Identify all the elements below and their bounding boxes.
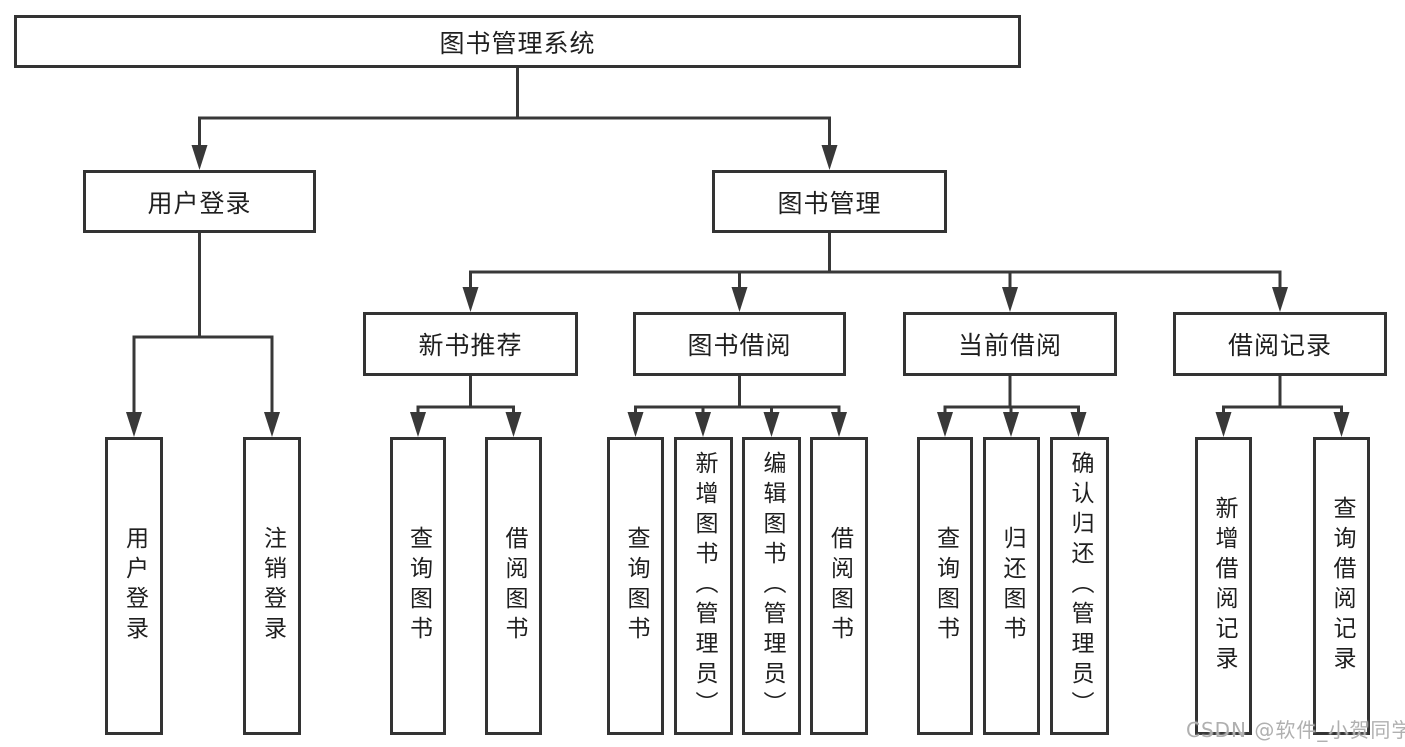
arrow-down-icon <box>505 412 522 437</box>
node-label: 新增图书（管理员） <box>691 451 717 721</box>
arrow-down-icon <box>1272 287 1288 312</box>
leaf-query-books-borrow: 查询图书 <box>607 437 664 735</box>
node-current-borrow: 当前借阅 <box>903 312 1117 376</box>
node-label: 借阅记录 <box>1227 331 1332 360</box>
leaf-query-books-current: 查询图书 <box>917 437 973 735</box>
node-label: 注销登录 <box>259 526 286 646</box>
node-label: 当前借阅 <box>957 331 1062 360</box>
node-label: 借阅图书 <box>826 526 853 646</box>
leaf-borrow-books-recommend: 借阅图书 <box>485 437 542 735</box>
node-label: 借阅图书 <box>501 526 527 646</box>
arrow-down-icon <box>695 412 711 437</box>
arrow-down-icon <box>1070 412 1087 437</box>
node-label: 查询图书 <box>932 526 959 646</box>
node-book-management: 图书管理 <box>712 170 947 233</box>
leaf-return-book: 归还图书 <box>983 437 1040 735</box>
arrow-down-icon <box>264 412 280 437</box>
node-label: 图书管理 <box>777 188 882 218</box>
arrow-down-icon <box>937 412 953 437</box>
csdn-watermark: CSDN @软件_小贺同学 <box>1186 718 1405 742</box>
arrow-down-icon <box>1002 287 1018 312</box>
leaf-query-books-recommend: 查询图书 <box>390 437 446 735</box>
node-root-system: 图书管理系统 <box>14 15 1021 68</box>
arrow-down-icon <box>191 145 208 170</box>
node-label: 图书管理系统 <box>439 28 596 58</box>
leaf-add-borrow-record: 新增借阅记录 <box>1195 437 1252 735</box>
node-label: 用户登录 <box>147 188 252 218</box>
node-label: 查询图书 <box>405 526 432 646</box>
node-user-login: 用户登录 <box>83 170 316 233</box>
arrow-down-icon <box>731 287 748 312</box>
node-label: 图书借阅 <box>687 331 792 360</box>
node-label: 查询借阅记录 <box>1329 496 1355 676</box>
arrow-down-icon <box>1333 412 1350 437</box>
leaf-edit-book-admin: 编辑图书（管理员） <box>742 437 801 735</box>
leaf-query-borrow-record: 查询借阅记录 <box>1313 437 1370 735</box>
arrow-down-icon <box>1215 412 1232 437</box>
node-label: 新增借阅记录 <box>1211 496 1237 676</box>
node-label: 查询图书 <box>623 526 649 646</box>
leaf-logout: 注销登录 <box>243 437 301 735</box>
arrow-down-icon <box>126 412 142 437</box>
arrow-down-icon <box>1003 412 1019 437</box>
leaf-user-login: 用户登录 <box>105 437 163 735</box>
node-label: 确认归还（管理员） <box>1067 451 1093 721</box>
arrow-down-icon <box>627 412 644 437</box>
node-book-borrow: 图书借阅 <box>633 312 846 376</box>
leaf-confirm-return-admin: 确认归还（管理员） <box>1050 437 1109 735</box>
node-new-book-recommend: 新书推荐 <box>363 312 578 376</box>
node-label: 编辑图书（管理员） <box>759 451 785 721</box>
node-borrow-records: 借阅记录 <box>1173 312 1387 376</box>
node-label: 新书推荐 <box>418 331 523 360</box>
arrow-down-icon <box>831 412 847 437</box>
arrow-down-icon <box>410 412 426 437</box>
leaf-borrow-book: 借阅图书 <box>810 437 868 735</box>
node-label: 归还图书 <box>999 526 1025 646</box>
arrow-down-icon <box>462 287 479 312</box>
leaf-add-book-admin: 新增图书（管理员） <box>674 437 733 735</box>
arrow-down-icon <box>821 145 838 170</box>
node-label: 用户登录 <box>121 526 148 646</box>
arrow-down-icon <box>763 412 780 437</box>
